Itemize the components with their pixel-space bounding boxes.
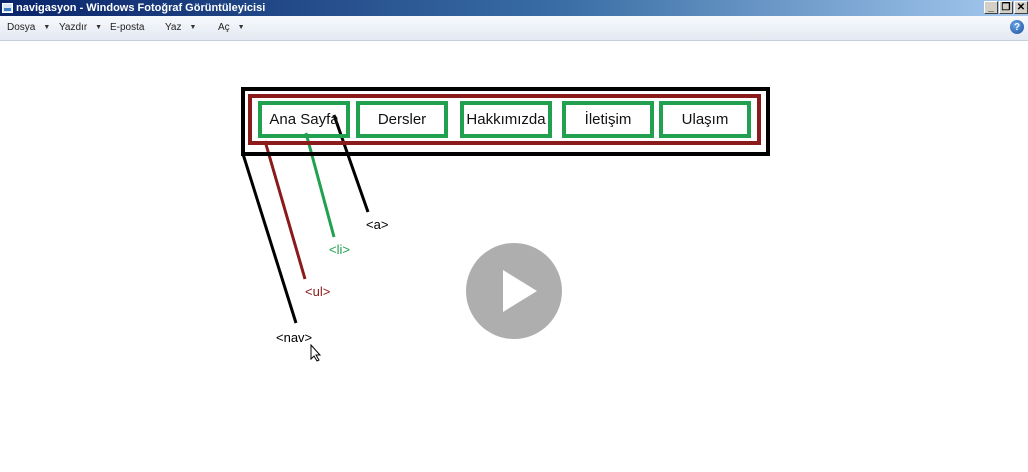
chevron-down-icon: ▼ [43, 24, 51, 31]
chevron-down-icon: ▼ [237, 24, 245, 31]
nav-tag-label: <nav> [276, 330, 313, 345]
li-tag-label: <li> [329, 242, 350, 257]
title-bar: navigasyon - Windows Fotoğraf Görüntüley… [0, 0, 1028, 16]
pointer-lines [241, 114, 370, 324]
restore-button[interactable]: ❐ [999, 1, 1013, 14]
a-pointer-line [332, 114, 370, 213]
menu-label: Aç [218, 22, 230, 33]
play-icon[interactable] [466, 243, 562, 339]
close-button[interactable]: ✕ [1014, 1, 1028, 14]
nav-outline [241, 87, 770, 156]
image-view: Ana Sayfa Dersler Hakkımızda İletişim Ul… [0, 41, 1028, 472]
ul-outline [248, 94, 761, 145]
li-hakkimizda: Hakkımızda [460, 101, 552, 138]
menu-bar: Dosya ▼ Yazdır ▼ E-posta Yaz ▼ Aç ▼ ? [0, 16, 1028, 41]
photo-viewer-icon [2, 3, 13, 13]
li-iletisim: İletişim [562, 101, 654, 138]
window-title: navigasyon - Windows Fotoğraf Görüntüley… [16, 2, 266, 14]
a-tag-label: <a> [366, 217, 389, 232]
li-ana-sayfa: Ana Sayfa [258, 101, 350, 138]
li-ulasim: Ulaşım [659, 101, 751, 138]
menu-eposta[interactable]: E-posta [110, 22, 144, 33]
menu-label: Dosya [7, 22, 36, 33]
menu-label: Yazdır [59, 22, 88, 33]
menu-yaz[interactable]: Yaz ▼ [165, 22, 196, 33]
nav-pointer-line [241, 153, 298, 324]
chevron-down-icon: ▼ [95, 24, 103, 31]
li-pointer-line [304, 132, 336, 238]
li-dersler: Dersler [356, 101, 448, 138]
ul-pointer-line [263, 140, 307, 280]
mouse-cursor-icon [310, 344, 322, 362]
help-icon[interactable]: ? [1010, 20, 1024, 34]
chevron-down-icon: ▼ [189, 24, 197, 31]
menu-label: E-posta [110, 22, 145, 33]
menu-dosya[interactable]: Dosya ▼ [7, 22, 50, 33]
window-controls: _ ❐ ✕ [984, 1, 1028, 14]
menu-yazdir[interactable]: Yazdır ▼ [59, 22, 102, 33]
ul-tag-label: <ul> [305, 284, 331, 299]
menu-label: Yaz [165, 22, 182, 33]
minimize-button[interactable]: _ [984, 1, 998, 14]
menu-ac[interactable]: Aç ▼ [218, 22, 245, 33]
